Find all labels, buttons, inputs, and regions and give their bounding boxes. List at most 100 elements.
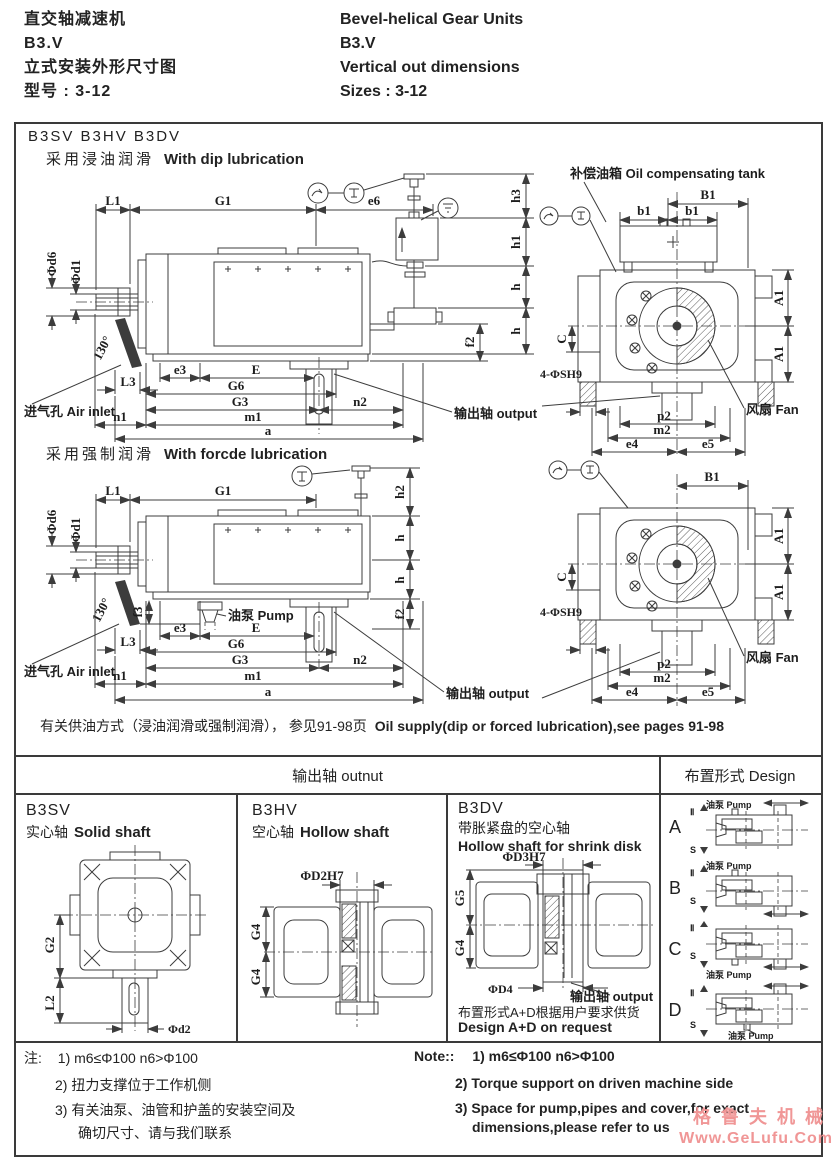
input-shaft: Φd1 Φd6 — [44, 251, 139, 330]
axis-bottom-label: S — [690, 1020, 696, 1030]
table-header-line — [16, 793, 821, 795]
bottom-dimensions: p2 m2 e4 e5 — [591, 644, 746, 704]
air-inlet-wedge: 130° 进气孔 Air inlet L3 — [24, 580, 158, 679]
notes-cn-1: 1) m6≤Φ100 n6>Φ100 — [57, 1050, 198, 1066]
oil-tank-label: 补偿油箱 Oil compensating tank — [569, 166, 766, 181]
design-row-b: B 油泵 Pump Ⅱ S — [662, 858, 820, 919]
dim-m1: m1 — [244, 409, 261, 424]
notes-en-line1: Note:: 1) m6≤Φ100 n6>Φ100 — [414, 1048, 615, 1064]
axis-bottom-label: S — [690, 951, 696, 961]
oil-pump: 油泵 Pump f3 — [130, 600, 294, 630]
dim-m2: m2 — [653, 422, 670, 437]
dim-h2: h2 — [392, 485, 407, 499]
design-letter-b: B — [668, 878, 681, 898]
dim-G4: G4 — [452, 939, 467, 956]
dim-G1: G1 — [215, 483, 232, 498]
notes-cn-line3: 3) 有关油泵、油管和护盖的安装空间及 — [55, 1102, 296, 1118]
dim-d2: Φd2 — [168, 1022, 191, 1036]
sh9-dimension: 4-ΦSH9 — [540, 605, 610, 654]
design-col-line — [659, 755, 661, 1043]
output-shaft — [541, 619, 703, 699]
dip-side-view-drawing: Φd1 Φd6 130° 进气孔 Air inlet L3 — [24, 173, 538, 443]
dim-h1: h1 — [508, 235, 523, 249]
top-dimensions: B1 — [676, 469, 749, 550]
b3dv-cn: 带胀紧盘的空心轴 — [458, 820, 570, 836]
callout-symbols — [307, 177, 459, 221]
dim-G5: G5 — [452, 889, 467, 906]
axis-top-label: Ⅱ — [690, 988, 694, 998]
foot-left — [579, 619, 597, 645]
design-letter-d: D — [668, 1000, 682, 1020]
notes-en-label: Note:: — [414, 1048, 455, 1064]
breather-symbol-icon — [571, 206, 591, 226]
notes-cn-line1: 注: 1) m6≤Φ100 n6>Φ100 — [24, 1048, 198, 1068]
sizes-cn: 型号 : 3-12 — [24, 83, 112, 100]
output-table-header: 输出轴 outnut — [292, 767, 383, 785]
dim-e6: e6 — [368, 193, 381, 208]
dim-e4: e4 — [626, 684, 639, 699]
notes-en-line2: 2) Torque support on driven machine side — [455, 1075, 734, 1091]
col-line-1 — [236, 793, 238, 1043]
dimensions: G2 L2 Φd2 — [42, 914, 191, 1036]
top-dimensions: B1 b1 b1 — [619, 187, 749, 268]
table-top-line — [16, 755, 821, 757]
oil-note-cn: 有关供油方式（浸油润滑或强制润滑）， 参见91-98页 — [40, 718, 367, 734]
title-cn: 直交轴减速机 — [24, 11, 127, 28]
notes-cn-line2: 2) 扭力支撑位于工作机侧 — [55, 1077, 212, 1093]
dim-L2: L2 — [42, 995, 57, 1010]
dim-G4: G4 — [248, 923, 263, 940]
notes-cn-line4: 确切尺寸、请与我们联系 — [78, 1125, 232, 1141]
main-frame — [14, 122, 823, 1157]
air-inlet-label: 进气孔 Air inlet — [24, 664, 116, 679]
design-table-header: 布置形式 Design — [684, 767, 796, 785]
bottom-dimensions: e3 E G6 G3 n2 n1 m1 a — [94, 572, 424, 704]
design-d-schematic: 油泵 Pump Ⅱ S — [690, 982, 809, 1041]
gearbox-body — [137, 509, 371, 600]
dim-A1: A1 — [771, 290, 786, 306]
dim-G4: G4 — [248, 968, 263, 985]
dim-d1: Φd1 — [68, 260, 83, 285]
breather-symbol-icon — [291, 465, 313, 487]
breather-symbol-icon — [580, 460, 600, 480]
col-line-2 — [446, 793, 448, 1043]
dim-f3: f3 — [130, 606, 145, 617]
forced-title-en: With forcde lubrication — [164, 446, 328, 463]
bolt-icons — [626, 290, 658, 374]
dim-a: a — [265, 423, 272, 438]
axis-bottom-label: S — [690, 845, 696, 855]
dimensions: ΦD2H7 G4 G4 — [248, 868, 392, 998]
right-dimensions: h3 h1 h h f2 — [370, 173, 534, 362]
foot-left — [579, 381, 597, 407]
axis-top-label: Ⅱ — [690, 868, 694, 878]
b3hv-cn: 空心轴 — [252, 824, 294, 840]
dim-A1: A1 — [771, 584, 786, 600]
compensating-tank — [619, 218, 718, 273]
axis-top-label: Ⅱ — [690, 923, 694, 933]
foot-right — [757, 381, 775, 407]
dim-D3H7: ΦD3H7 — [502, 849, 546, 864]
b3dv-code: B3DV — [458, 800, 504, 817]
dip-end-view-drawing: 补偿油箱 Oil compensating tank B1 b1 b1 — [539, 166, 799, 456]
dim-A1: A1 — [771, 346, 786, 362]
oil-note-en: Oil supply(dip or forced lubrication),se… — [374, 718, 725, 734]
output-callout: 输出轴 output — [333, 373, 538, 421]
dim-e3: e3 — [174, 620, 187, 635]
forced-end-view-drawing: B1 A1 A1 — [540, 460, 799, 706]
design-row-c: C 油泵 Pump Ⅱ S — [662, 919, 820, 980]
b3sv-solid-shaft-drawing: G2 L2 Φd2 — [42, 845, 208, 1036]
gearbox-body — [137, 247, 371, 362]
bottom-dimensions: e3 E G6 G3 n2 n1 m1 a — [94, 314, 424, 443]
dim-b1: b1 — [685, 203, 699, 218]
top-dimensions: L1 G1 — [95, 483, 317, 548]
pump-label: 油泵 Pump — [228, 608, 294, 623]
notes-en-line3: 3) Space for pump,pipes and cover,for ex… — [455, 1100, 750, 1116]
b3dv-note-en: Design A+D on request — [458, 1019, 612, 1035]
dim-A1: A1 — [771, 528, 786, 544]
dim-C: C — [554, 334, 569, 343]
oil-level-symbol-icon — [307, 182, 329, 204]
output-shaft-label: 输出轴 output — [570, 989, 654, 1004]
air-inlet-label: 进气孔 Air inlet — [24, 404, 116, 419]
dim-sh9: 4-ΦSH9 — [540, 605, 582, 619]
dim-b1: b1 — [637, 203, 651, 218]
